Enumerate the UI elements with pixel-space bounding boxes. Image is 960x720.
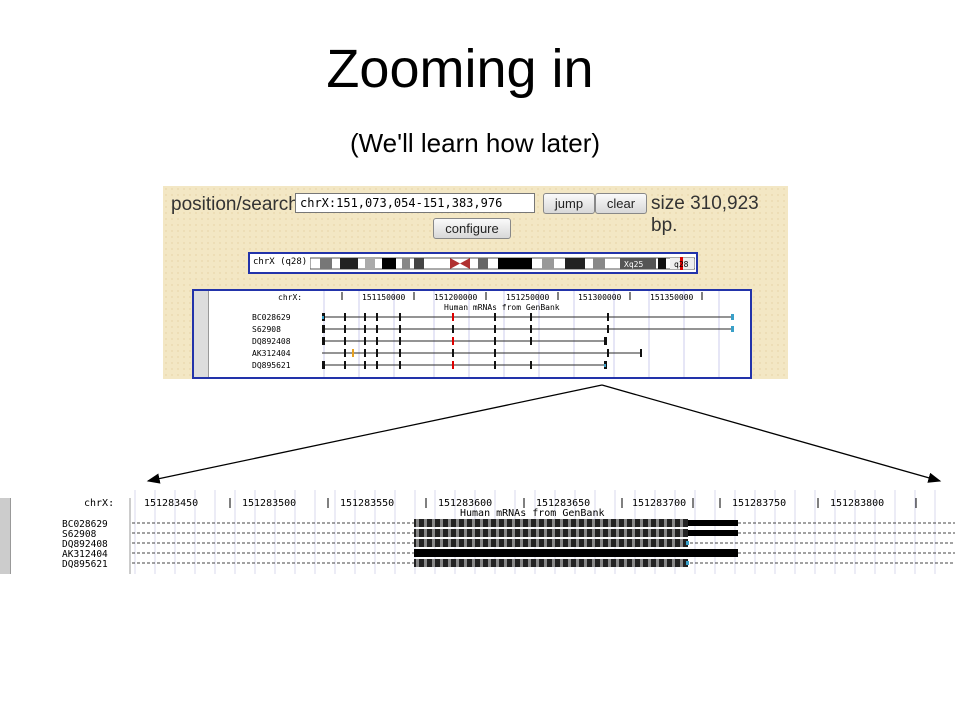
zoom-tick-label: 151283600 (438, 498, 492, 509)
slide-title: Zooming in (326, 39, 594, 99)
zoomed-track-panel[interactable]: chrX: 151283450 151283500 151283550 1512… (0, 490, 960, 574)
zoom-tick-label: 151283450 (144, 498, 198, 509)
ideogram-band-labels: 23 Xq25 q28 (608, 260, 689, 269)
zoom-tick-label: 151283500 (242, 498, 296, 509)
item-label: S62908 (252, 325, 281, 334)
zoom-tick-label: 151283650 (536, 498, 590, 509)
slide-subtitle: (We'll learn how later) (349, 128, 601, 158)
track-graphic: chrX: 151150000 151200000 151250000 1513… (252, 291, 734, 377)
position-input[interactable]: chrX:151,073,054-151,383,976 (295, 193, 535, 213)
ideogram-bands (310, 257, 695, 270)
zoom-tick-label: 151283550 (340, 498, 394, 509)
item-label: AK312404 (252, 349, 291, 358)
zoom-tick-label: 151283750 (732, 498, 786, 509)
item-label: DQ892408 (252, 337, 291, 346)
track-scrollbar[interactable] (194, 291, 209, 377)
band-label: q28 (674, 260, 689, 269)
configure-button[interactable]: configure (433, 218, 511, 239)
tick-label: 151200000 (434, 293, 478, 302)
tick-label: 151250000 (506, 293, 550, 302)
zoom-item-label: BC028629 (62, 519, 108, 530)
track-image[interactable]: chrX: 151150000 151200000 151250000 1513… (192, 289, 752, 379)
track-title: Human mRNAs from GenBank (444, 303, 560, 312)
tick-label: 151350000 (650, 293, 694, 302)
zoom-arrow-left (146, 384, 603, 484)
tick-label: 151150000 (362, 293, 406, 302)
tick-label: 151300000 (578, 293, 622, 302)
item-label: BC028629 (252, 313, 291, 322)
zoom-tick-label: 151283800 (830, 498, 884, 509)
jump-button[interactable]: jump (543, 193, 595, 214)
position-search-label: position/search (171, 194, 299, 215)
chromosome-ideogram[interactable]: chrX (q28) 23 Xq25 q28 (248, 252, 698, 274)
zoom-item-label: AK312404 (62, 549, 108, 560)
zoom-tick-label: 151283700 (632, 498, 686, 509)
zoom-item-label: DQ892408 (62, 539, 108, 550)
size-text: size 310,923 bp. (651, 193, 759, 236)
zoom-track-title: Human mRNAs from GenBank (460, 508, 605, 519)
clear-button[interactable]: clear (595, 193, 647, 214)
chrom-label: chrX: (278, 293, 302, 302)
zoom-chrom-label: chrX: (84, 498, 114, 509)
ideogram-label: chrX (q28) (253, 257, 308, 267)
genome-browser-panel: position/search chrX:151,073,054-151,383… (163, 186, 788, 379)
zoomed-track-graphic: chrX: 151283450 151283500 151283550 1512… (62, 490, 955, 574)
zoom-item-label: DQ895621 (62, 559, 108, 570)
band-label: 23 (608, 260, 618, 269)
zoomed-track-scrollbar[interactable] (0, 498, 11, 574)
item-label: DQ895621 (252, 361, 291, 370)
zoom-arrow-right (601, 384, 942, 483)
zoom-item-label: S62908 (62, 529, 97, 540)
band-label: Xq25 (624, 260, 643, 269)
